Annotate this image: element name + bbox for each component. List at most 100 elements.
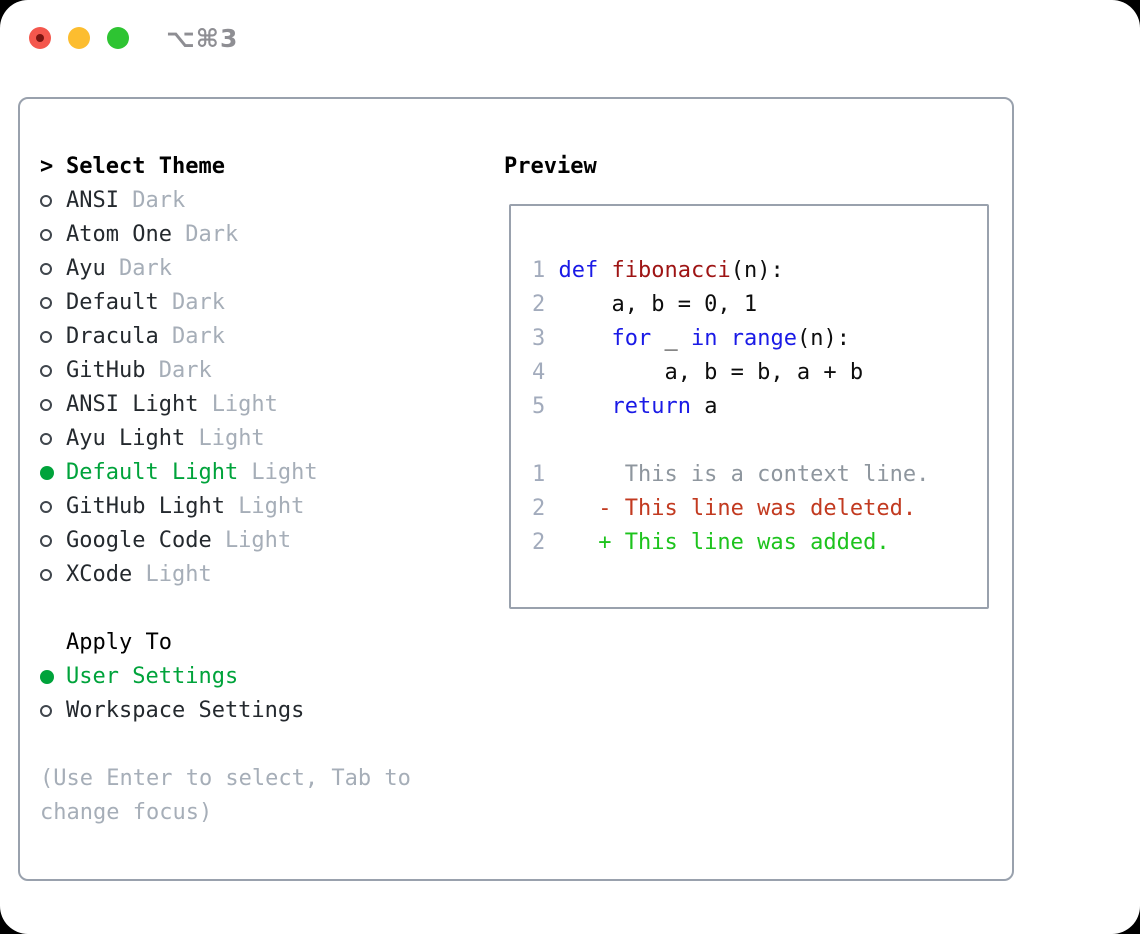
option-label: Default Light: [66, 460, 239, 485]
theme-list: ANSI Dark Atom One Dark Ayu Dark Default…: [40, 184, 411, 592]
left-column: > Select Theme ANSI Dark Atom One Dark A…: [40, 150, 411, 830]
option-label: User Settings: [66, 664, 239, 689]
preview-line: 4 a, b = b, a + b: [532, 356, 987, 390]
preview-line: 2 - This line was deleted.: [532, 492, 987, 526]
preview-line: 5 return a: [532, 390, 987, 424]
radio-icon: [40, 195, 66, 207]
radio-icon: [40, 670, 66, 684]
theme-option-ayu[interactable]: Ayu Dark: [40, 252, 411, 286]
zoom-icon[interactable]: [107, 27, 129, 49]
theme-option-default-light[interactable]: Default Light Light: [40, 456, 411, 490]
line-number: 1: [532, 258, 546, 283]
option-label: Google Code: [66, 528, 212, 553]
code-token: [717, 326, 730, 351]
radio-icon: [40, 569, 66, 581]
radio-icon: [40, 297, 66, 309]
apply-option-user-settings[interactable]: User Settings: [40, 660, 411, 694]
theme-option-default[interactable]: Default Dark: [40, 286, 411, 320]
preview-header: Preview: [504, 154, 597, 179]
option-label: Workspace Settings: [66, 698, 305, 723]
theme-option-github-light[interactable]: GitHub Light Light: [40, 490, 411, 524]
option-variant: Dark: [171, 290, 225, 315]
minimize-icon[interactable]: [68, 27, 90, 49]
option-label: Ayu: [66, 256, 106, 281]
code-token: for: [611, 326, 652, 351]
option-label: ANSI Light: [66, 392, 199, 417]
option-label: Atom One: [66, 222, 172, 247]
code-token: [598, 258, 611, 283]
line-number: 5: [532, 394, 546, 419]
code-token: fibonacci: [611, 258, 731, 283]
code-token: a, b = 0, 1: [558, 292, 758, 317]
preview-line: 2 a, b = 0, 1: [532, 288, 987, 322]
code-token: [558, 394, 611, 419]
preview-line: 2 + This line was added.: [532, 526, 987, 560]
apply-to-header: Apply To: [66, 630, 172, 655]
theme-option-ansi[interactable]: ANSI Dark: [40, 184, 411, 218]
theme-option-google-code[interactable]: Google Code Light: [40, 524, 411, 558]
code-token: range: [730, 326, 797, 351]
code-token: + This line was added.: [558, 530, 890, 555]
close-icon[interactable]: [29, 27, 51, 49]
line-number: 2: [532, 530, 546, 555]
preview-line: 3 for _ in range(n):: [532, 322, 987, 356]
option-label: XCode: [66, 562, 133, 587]
radio-icon: [40, 535, 66, 547]
line-number: 2: [532, 496, 546, 521]
line-number: 1: [532, 462, 546, 487]
preview-line: 1 This is a context line.: [532, 458, 987, 492]
radio-icon: [40, 501, 66, 513]
theme-picker-panel: > Select Theme ANSI Dark Atom One Dark A…: [18, 97, 1014, 881]
option-variant: Dark: [171, 324, 225, 349]
radio-icon: [40, 365, 66, 377]
radio-icon: [40, 229, 66, 241]
hint-line-2: change focus): [40, 800, 213, 825]
theme-option-atom-one[interactable]: Atom One Dark: [40, 218, 411, 252]
theme-option-dracula[interactable]: Dracula Dark: [40, 320, 411, 354]
theme-option-ayu-light[interactable]: Ayu Light Light: [40, 422, 411, 456]
option-variant: Light: [224, 528, 292, 553]
theme-option-xcode[interactable]: XCode Light: [40, 558, 411, 592]
apply-to-header-row: Apply To: [40, 626, 411, 660]
select-theme-header-row: > Select Theme: [40, 150, 411, 184]
option-variant: Dark: [158, 358, 212, 383]
apply-option-workspace-settings[interactable]: Workspace Settings: [40, 694, 411, 728]
code-token: [558, 326, 611, 351]
option-label: Ayu Light: [66, 426, 186, 451]
radio-icon: [40, 433, 66, 445]
code-token: a: [690, 394, 718, 419]
option-variant: Dark: [132, 188, 186, 213]
window-title: ⌥⌘3: [166, 24, 239, 53]
theme-option-ansi-light[interactable]: ANSI Light Light: [40, 388, 411, 422]
option-label: ANSI: [66, 188, 119, 213]
code-token: (n):: [730, 258, 784, 283]
apply-options-list: User Settings Workspace Settings: [40, 660, 411, 728]
radio-icon: [40, 466, 66, 480]
preview-line: 1 def fibonacci(n):: [532, 254, 987, 288]
line-number: 2: [532, 292, 546, 317]
hint-line-1: (Use Enter to select, Tab to: [40, 766, 411, 791]
code-token: - This line was deleted.: [558, 496, 917, 521]
spacer: [40, 592, 411, 626]
theme-option-github[interactable]: GitHub Dark: [40, 354, 411, 388]
option-variant: Light: [211, 392, 278, 417]
line-number: 4: [532, 360, 546, 385]
spacer: [40, 728, 411, 762]
option-label: GitHub: [66, 358, 146, 383]
radio-icon: [40, 705, 66, 717]
option-label: Dracula: [66, 324, 159, 349]
radio-icon: [40, 399, 66, 411]
code-token: in: [690, 326, 718, 351]
option-variant: Light: [251, 460, 318, 485]
option-variant: Light: [145, 562, 212, 587]
option-label: Default: [66, 290, 159, 315]
code-token: (n):: [796, 326, 850, 351]
option-variant: Dark: [185, 222, 239, 247]
code-token: def: [558, 258, 599, 283]
code-token: This is a context line.: [558, 462, 930, 487]
radio-icon: [40, 263, 66, 275]
close-dot-icon: [36, 34, 44, 42]
option-variant: Light: [198, 426, 265, 451]
